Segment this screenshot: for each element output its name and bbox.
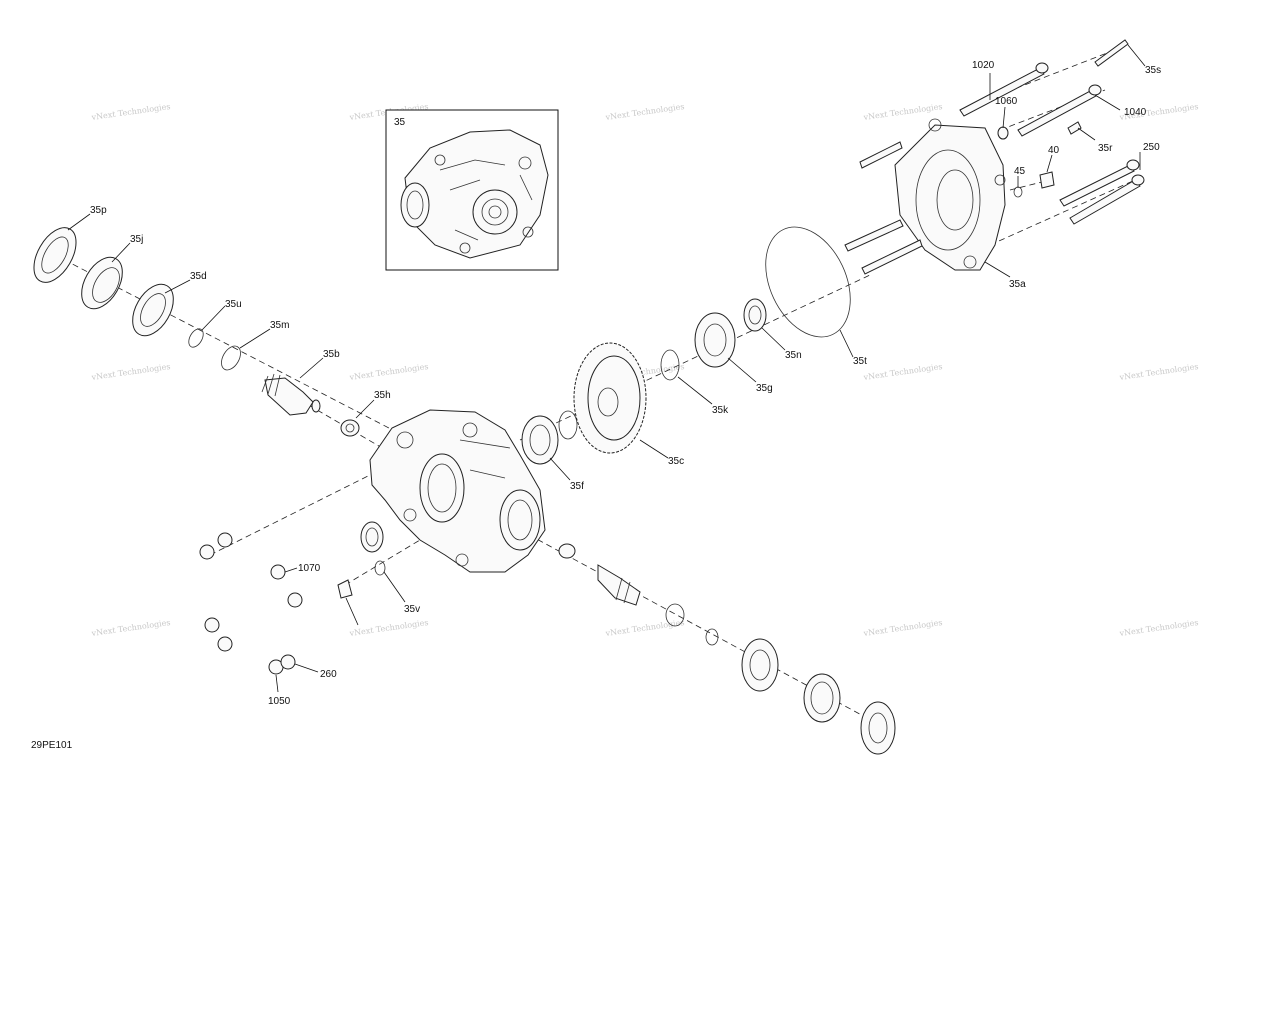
label-35k: 35k <box>712 405 729 416</box>
watermarks: vNext Technologies vNext Technologies vN… <box>90 102 1199 638</box>
label-35b: 35b <box>323 349 340 360</box>
label-35a: 35a <box>1009 279 1026 290</box>
label-1050: 1050 <box>268 696 291 707</box>
label-40: 40 <box>1048 145 1060 156</box>
center-parts <box>521 226 851 465</box>
label-1020: 1020 <box>972 60 995 71</box>
label-35d: 35d <box>190 271 207 282</box>
label-35t: 35t <box>853 356 867 367</box>
watermark: vNext Technologies <box>90 362 171 382</box>
watermark: vNext Technologies <box>1118 362 1199 382</box>
label-35f: 35f <box>570 481 584 492</box>
label-250: 250 <box>1143 142 1160 153</box>
label-35u: 35u <box>225 299 242 310</box>
label-35m: 35m <box>270 320 289 331</box>
label-35n: 35n <box>785 350 802 361</box>
inset-assembly <box>385 109 559 271</box>
label-1040: 1040 <box>1124 107 1147 118</box>
diagram-code: 29PE101 <box>31 740 73 751</box>
nuts <box>199 532 303 675</box>
label-35p: 35p <box>90 205 107 216</box>
cover-and-bolts <box>844 39 1145 275</box>
watermark: vNext Technologies <box>604 618 685 638</box>
label-35s: 35s <box>1145 65 1161 76</box>
watermark: vNext Technologies <box>90 618 171 638</box>
watermark: vNext Technologies <box>862 618 943 638</box>
label-35j: 35j <box>130 234 143 245</box>
main-housing <box>369 409 546 573</box>
left-shaft-parts <box>33 227 360 437</box>
watermark: vNext Technologies <box>1118 618 1199 638</box>
watermark: vNext Technologies <box>348 618 429 638</box>
label-35v: 35v <box>404 604 420 615</box>
lower-parts <box>337 521 896 755</box>
label-45: 45 <box>1014 166 1026 177</box>
label-35: 35 <box>394 117 406 128</box>
watermark: vNext Technologies <box>90 102 171 122</box>
label-35g: 35g <box>756 383 773 394</box>
label-1070: 1070 <box>298 563 321 574</box>
watermark: vNext Technologies <box>604 102 685 122</box>
label-35r: 35r <box>1098 143 1113 154</box>
label-35c: 35c <box>668 456 684 467</box>
watermark: vNext Technologies <box>862 102 943 122</box>
leader-lines <box>67 44 1146 693</box>
watermark: vNext Technologies <box>862 362 943 382</box>
label-35h: 35h <box>374 390 391 401</box>
callout-labels: 35 35p 35j 35d 35u 35m 35b 35h 35f 35c 3… <box>90 60 1161 707</box>
label-260: 260 <box>320 669 337 680</box>
label-1060: 1060 <box>995 96 1018 107</box>
watermark: vNext Technologies <box>348 362 429 382</box>
